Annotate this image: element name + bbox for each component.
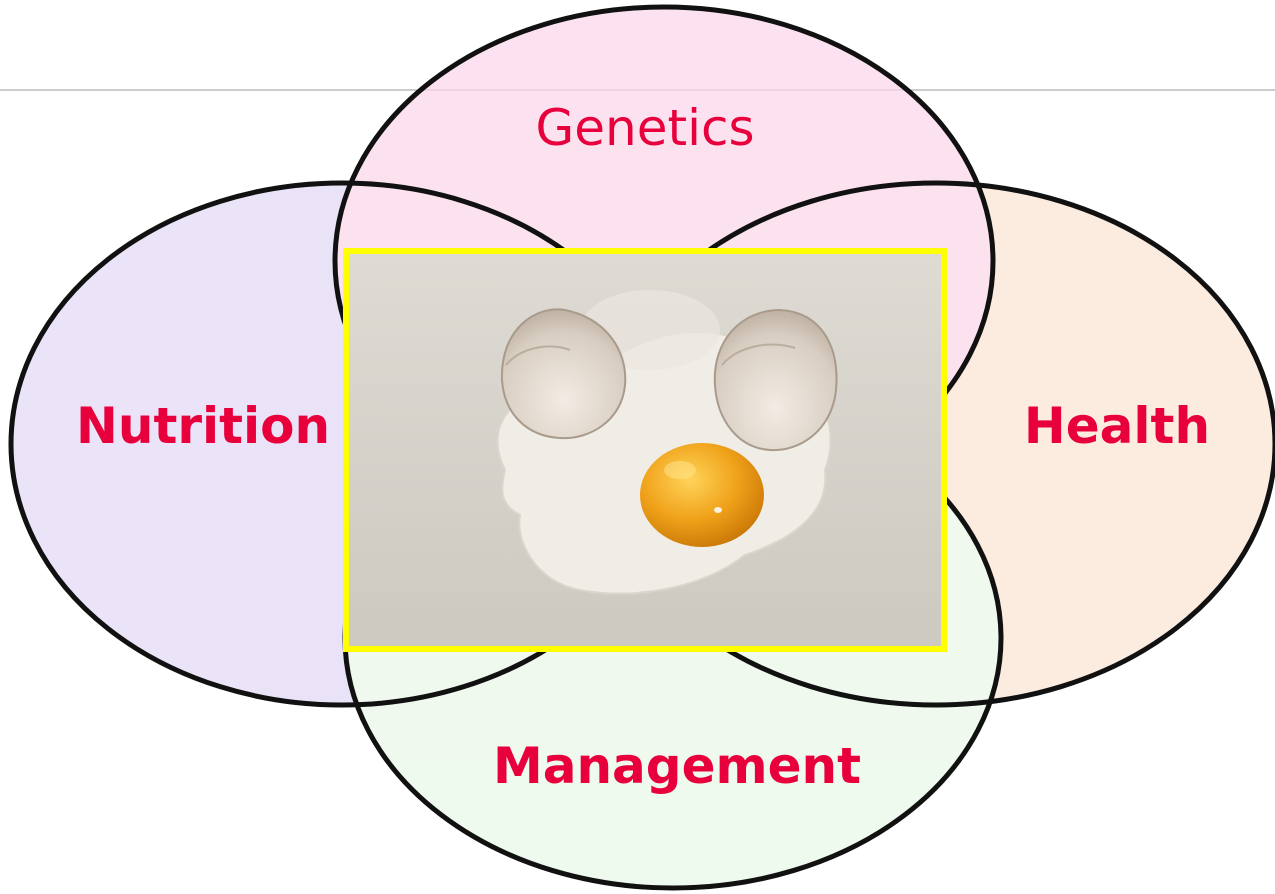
egg-photo — [346, 251, 944, 649]
genetics-label: Genetics — [536, 99, 755, 157]
right-shell-icon — [715, 310, 837, 450]
egg-yolk-icon — [640, 443, 764, 547]
management-label: Management — [493, 737, 861, 795]
health-label: Health — [1024, 397, 1210, 455]
nutrition-label: Nutrition — [76, 397, 330, 455]
